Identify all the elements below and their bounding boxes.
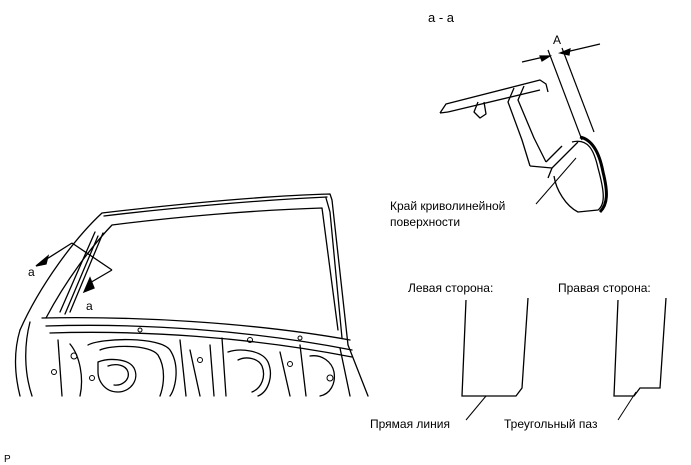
left-side-profile (461, 297, 529, 397)
triangular-groove-leader (617, 391, 637, 421)
weatherstrip-section (439, 79, 604, 213)
corner-code: P (4, 454, 11, 465)
section-cut-line (35, 242, 113, 294)
section-marker-upper: a (28, 265, 35, 279)
straight-line-leader (465, 395, 487, 421)
curved-edge-leader (535, 157, 577, 205)
dimension-a-arrows (521, 43, 601, 63)
left-side-title: Левая сторона: (408, 281, 493, 295)
section-title: a - a (428, 10, 455, 25)
door-panel-holes (51, 327, 334, 382)
curved-edge-label-line2: поверхности (390, 215, 460, 229)
right-side-title: Правая сторона: (558, 281, 651, 295)
dimension-a-label: A (553, 33, 561, 47)
section-marker-lower: a (86, 299, 93, 313)
rear-door-illustration (14, 193, 369, 397)
curved-edge-label-line1: Край криволинейной (390, 199, 505, 213)
straight-line-label: Прямая линия (370, 417, 450, 431)
triangular-groove-label: Треугольный паз (504, 417, 598, 431)
curved-edge-highlight (579, 135, 608, 214)
glass-edge-lines (547, 47, 595, 141)
right-side-profile (613, 297, 667, 397)
